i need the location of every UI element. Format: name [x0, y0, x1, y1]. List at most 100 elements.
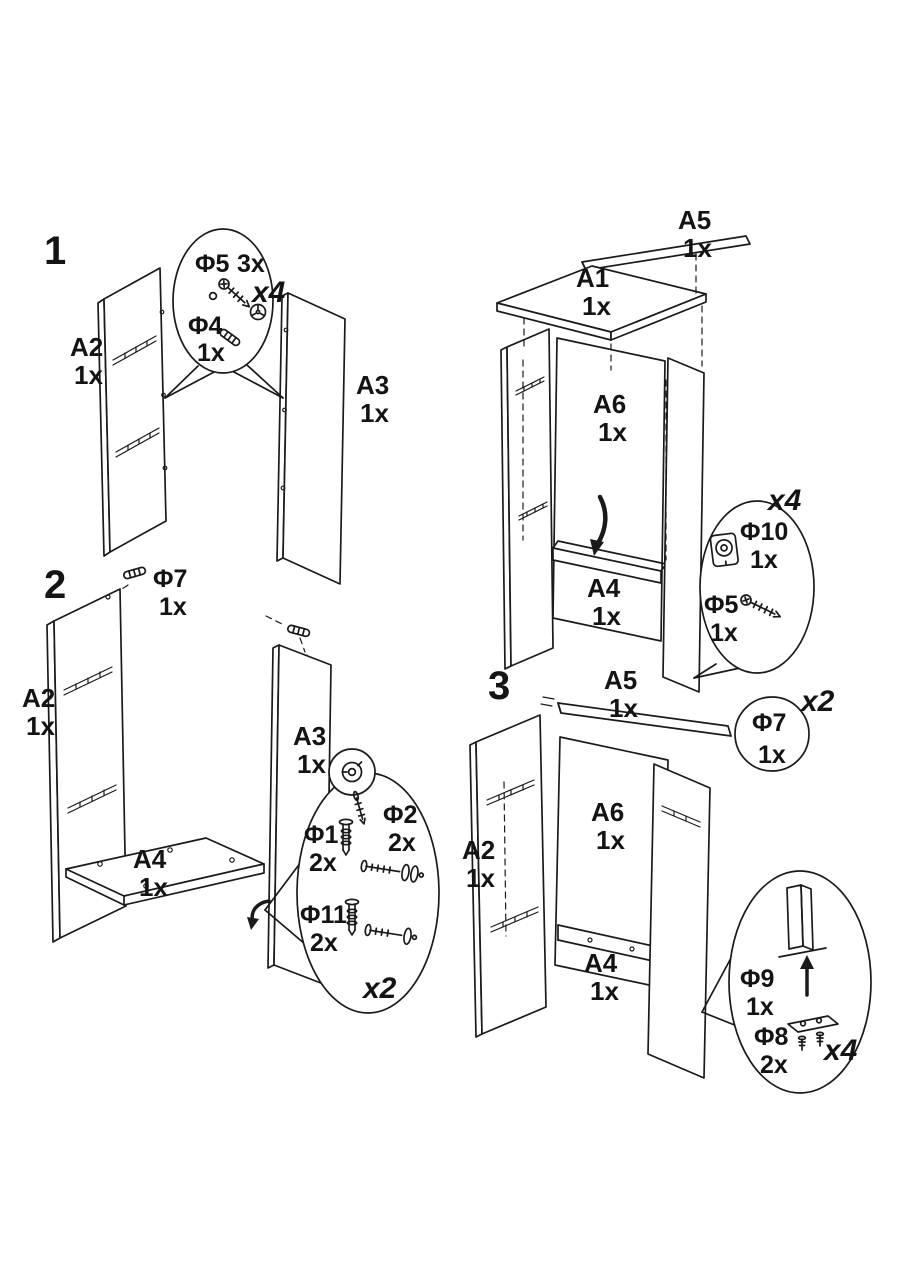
- phi4-qty: 1x: [197, 339, 225, 367]
- step2-rotate-arrow: [247, 899, 271, 930]
- callout-bubble: [728, 870, 872, 1094]
- right-panel-face: [662, 357, 705, 693]
- phi10-label: Φ10: [740, 518, 788, 546]
- step3-cabinet: A2 1x A6 1x A4 1x: [462, 714, 711, 1079]
- phi10-qty: 1x: [750, 546, 778, 574]
- board-hole: [143, 883, 149, 889]
- shelf-top: [552, 540, 667, 572]
- insert-arrow: [590, 494, 608, 556]
- board-hole: [229, 857, 235, 863]
- step1-panel-a3: A3 1x: [276, 292, 389, 585]
- part-label-a5: A5: [604, 665, 637, 695]
- edge-hole: [283, 327, 289, 333]
- phi5-qty: 1x: [710, 619, 738, 647]
- panel-rail: [515, 376, 548, 521]
- bolt-washer-icon: [360, 859, 425, 883]
- part-label-a2: A2: [22, 683, 55, 713]
- callout-multiplier: x4: [822, 1034, 858, 1067]
- panel-face: [53, 588, 127, 939]
- part-qty-a5: 1x: [683, 233, 712, 263]
- part-qty-a4: 1x: [592, 601, 621, 631]
- step3-number: 3: [488, 664, 510, 708]
- callout-multiplier: x2: [799, 685, 835, 718]
- bracket-icon: [787, 1015, 839, 1051]
- phi1-label: Φ1: [304, 821, 339, 849]
- phi11-label: Φ11: [300, 901, 347, 929]
- callout-multiplier: x4: [250, 276, 286, 309]
- part-qty-a6: 1x: [596, 825, 625, 855]
- panel-rail: [112, 335, 160, 458]
- part-label-a3: A3: [293, 721, 326, 751]
- step1-number: 1: [44, 229, 66, 273]
- part-qty-a4: 1x: [590, 976, 619, 1006]
- part-qty-a5: 1x: [609, 693, 638, 723]
- bottom-board-a4: [552, 547, 662, 584]
- phi7-qty: 1x: [758, 741, 786, 769]
- part-qty-a3: 1x: [360, 398, 389, 428]
- panel-face: [103, 267, 167, 553]
- board-front-edge: [123, 863, 265, 906]
- callout-bubble: [172, 228, 274, 374]
- top-panel-a1: A1 1x: [496, 263, 707, 341]
- cam-lock-icon: [341, 761, 363, 783]
- phi7-label: Φ7: [752, 709, 786, 737]
- edge-hole: [280, 485, 286, 491]
- step2-board-a4: A4 1x: [65, 837, 265, 906]
- edge-hole: [161, 392, 166, 398]
- edge-hole: [162, 465, 168, 471]
- step2-number: 2: [44, 563, 66, 607]
- phi5-label: Φ5: [195, 250, 230, 278]
- board-hole: [167, 847, 173, 853]
- phi8-qty: 2x: [760, 1051, 788, 1079]
- step1-panel-a2: A2 1x: [70, 267, 168, 557]
- bolt-washer-icon: [364, 923, 418, 946]
- part-label-a6: A6: [593, 389, 626, 419]
- board-hole: [587, 937, 593, 943]
- step3-section: 3 A5 1x Φ7 1x x2: [462, 664, 872, 1094]
- part-qty-a2: 1x: [26, 711, 55, 741]
- step2-dowel-left: [113, 566, 147, 595]
- panel-rail: [63, 666, 117, 814]
- part-label-a3: A3: [356, 370, 389, 400]
- step3-phi7-callout: Φ7 1x x2: [734, 685, 835, 772]
- phi7-qty: 1x: [159, 593, 187, 621]
- step1-section: 1 A2 1x A3 1x: [44, 228, 389, 585]
- rail-a5: A5 1x: [581, 205, 751, 271]
- callout-multiplier: x2: [361, 972, 397, 1005]
- cam-detail-circle: [328, 748, 376, 796]
- step2-section: 2 Φ7 1x A2 1x: [22, 563, 440, 1014]
- dowel-icon: [122, 566, 147, 580]
- part-label-a2: A2: [70, 332, 103, 362]
- phi5-qty: 3x: [237, 250, 265, 278]
- callout-multiplier: x4: [766, 484, 802, 517]
- right-panel-face: [647, 763, 711, 1079]
- part-label-a2: A2: [462, 835, 495, 865]
- part-label-a1: A1: [576, 263, 609, 293]
- board-hole: [97, 861, 103, 867]
- part-label-a6: A6: [591, 797, 624, 827]
- phi8-label: Φ8: [754, 1023, 789, 1051]
- step3-foot-callout: Φ9 1x Φ8 2x x4: [701, 870, 872, 1094]
- screw-icon: [352, 790, 366, 825]
- part-qty-a4: 1x: [139, 872, 168, 902]
- part-qty-a6: 1x: [598, 417, 627, 447]
- step2-panel-a2: A2 1x: [22, 588, 127, 943]
- screw-icon: [740, 594, 782, 618]
- cam-housing-icon: [709, 532, 739, 568]
- part-qty-a2: 1x: [74, 360, 103, 390]
- assembly-cabinet: A6 1x A4 1x: [500, 328, 705, 693]
- bolt-icon: [338, 818, 354, 856]
- step3-rail-a5: A5 1x: [540, 665, 732, 737]
- phi2-label: Φ2: [383, 801, 417, 829]
- part-label-a4: A4: [133, 844, 167, 874]
- step1-hardware-callout: Φ5 3x Φ4 1x x4: [164, 228, 286, 399]
- part-label-a5: A5: [678, 205, 711, 235]
- phi7-label: Φ7: [153, 565, 187, 593]
- part-qty-a1: 1x: [582, 291, 611, 321]
- up-arrow: [800, 955, 814, 997]
- board-hole: [629, 946, 635, 952]
- assembly-section: A5 1x A1 1x A6 1x: [496, 205, 815, 693]
- part-qty-a3: 1x: [297, 749, 326, 779]
- phi1-qty: 2x: [309, 849, 337, 877]
